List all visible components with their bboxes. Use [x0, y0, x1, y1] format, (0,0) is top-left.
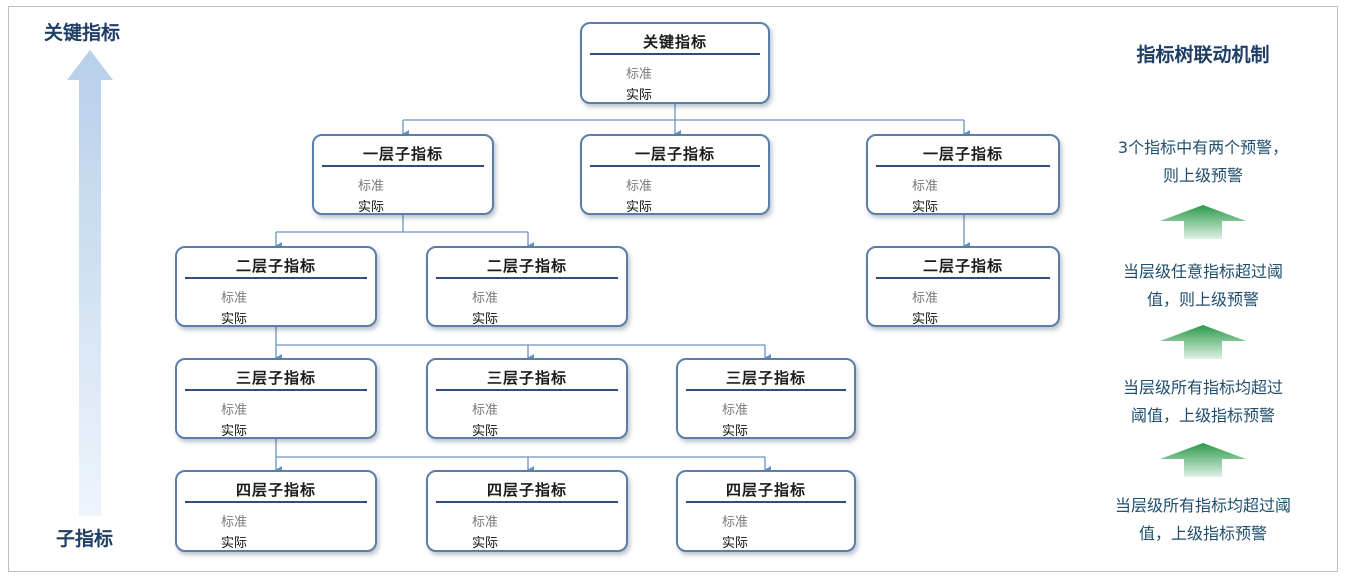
- node-title: 一层子指标: [362, 145, 443, 163]
- node-title: 一层子指标: [922, 145, 1003, 163]
- green-up-arrow-3: [1160, 443, 1246, 477]
- node-divider: [686, 501, 846, 503]
- node-actual-label: 实际: [722, 536, 749, 551]
- hierarchy-up-arrow: [67, 50, 113, 516]
- green-up-arrow-1: [1160, 205, 1246, 239]
- node-standard-label: 标准: [912, 179, 939, 194]
- node-actual-label: 实际: [722, 424, 749, 439]
- node-title: 二层子指标: [922, 257, 1003, 275]
- node-level3-a[interactable]: 三层子指标 标准 实际: [175, 358, 377, 439]
- node-level3-c[interactable]: 三层子指标 标准 实际: [676, 358, 856, 439]
- node-level2-a[interactable]: 二层子指标 标准 实际: [175, 246, 377, 327]
- node-actual-label: 实际: [221, 312, 248, 327]
- node-title: 四层子指标: [235, 481, 316, 499]
- green-up-arrow-2: [1160, 325, 1246, 359]
- node-title: 关键指标: [642, 33, 707, 51]
- node-standard-label: 标准: [912, 291, 939, 306]
- node-divider: [876, 165, 1050, 167]
- node-standard-label: 标准: [358, 179, 385, 194]
- node-level2-c[interactable]: 二层子指标 标准 实际: [866, 246, 1060, 327]
- rule-2-line1: 当层级任意指标超过阈: [1122, 262, 1283, 281]
- node-level3-b[interactable]: 三层子指标 标准 实际: [426, 358, 628, 439]
- node-actual-label: 实际: [626, 200, 653, 215]
- node-title: 三层子指标: [235, 369, 316, 387]
- node-actual-label: 实际: [472, 424, 499, 439]
- node-title: 四层子指标: [725, 481, 806, 499]
- node-standard-label: 标准: [221, 291, 248, 306]
- node-actual-label: 实际: [626, 88, 653, 103]
- node-title: 三层子指标: [486, 369, 567, 387]
- node-level1-a[interactable]: 一层子指标 标准 实际: [312, 134, 494, 215]
- node-key-indicator[interactable]: 关键指标 标准 实际: [580, 22, 770, 104]
- node-title: 二层子指标: [235, 257, 316, 275]
- node-divider: [185, 277, 367, 279]
- node-actual-label: 实际: [221, 424, 248, 439]
- rule-1-line2: 则上级预警: [1162, 166, 1243, 185]
- rule-1: 3个指标中有两个预警， 则上级预警: [1093, 134, 1313, 190]
- node-divider: [590, 165, 760, 167]
- node-actual-label: 实际: [912, 200, 939, 215]
- node-level4-c[interactable]: 四层子指标 标准 实际: [676, 470, 856, 552]
- node-title: 二层子指标: [486, 257, 567, 275]
- rule-4-line2: 值，上级指标预警: [1138, 524, 1267, 543]
- node-level4-a[interactable]: 四层子指标 标准 实际: [175, 470, 377, 552]
- node-actual-label: 实际: [472, 536, 499, 551]
- rule-3-line2: 阈值，上级指标预警: [1130, 406, 1275, 425]
- node-standard-label: 标准: [722, 403, 749, 418]
- axis-bottom-label: 子指标: [56, 528, 114, 550]
- node-standard-label: 标准: [221, 515, 248, 530]
- node-standard-label: 标准: [472, 403, 499, 418]
- node-actual-label: 实际: [358, 200, 385, 215]
- node-level4-b[interactable]: 四层子指标 标准 实际: [426, 470, 628, 552]
- node-actual-label: 实际: [912, 312, 939, 327]
- rule-3-line1: 当层级所有指标均超过: [1122, 378, 1283, 397]
- node-level1-c[interactable]: 一层子指标 标准 实际: [866, 134, 1060, 215]
- rule-2-line2: 值，则上级预警: [1146, 290, 1259, 309]
- node-divider: [436, 501, 618, 503]
- axis-top-label: 关键指标: [44, 22, 121, 44]
- node-level2-b[interactable]: 二层子指标 标准 实际: [426, 246, 628, 327]
- node-actual-label: 实际: [472, 312, 499, 327]
- rule-2: 当层级任意指标超过阈 值，则上级预警: [1093, 258, 1313, 314]
- node-standard-label: 标准: [626, 179, 653, 194]
- node-level1-b[interactable]: 一层子指标 标准 实际: [580, 134, 770, 215]
- node-standard-label: 标准: [472, 291, 499, 306]
- rule-3: 当层级所有指标均超过 阈值，上级指标预警: [1093, 374, 1313, 430]
- node-actual-label: 实际: [221, 536, 248, 551]
- rule-4: 当层级所有指标均超过阈 值，上级指标预警: [1093, 492, 1313, 548]
- node-divider: [876, 277, 1050, 279]
- node-divider: [436, 389, 618, 391]
- node-divider: [185, 501, 367, 503]
- node-divider: [185, 389, 367, 391]
- node-divider: [436, 277, 618, 279]
- node-title: 三层子指标: [725, 369, 806, 387]
- rule-4-line1: 当层级所有指标均超过阈: [1114, 496, 1291, 515]
- node-standard-label: 标准: [221, 403, 248, 418]
- node-standard-label: 标准: [472, 515, 499, 530]
- node-title: 四层子指标: [486, 481, 567, 499]
- node-divider: [322, 165, 484, 167]
- node-standard-label: 标准: [626, 67, 653, 82]
- node-standard-label: 标准: [722, 515, 749, 530]
- diagram-frame: [8, 6, 1338, 572]
- node-divider: [686, 389, 846, 391]
- node-divider: [590, 53, 760, 55]
- node-title: 一层子指标: [634, 145, 715, 163]
- mechanism-title: 指标树联动机制: [1136, 44, 1270, 66]
- rule-1-line1: 3个指标中有两个预警，: [1117, 138, 1289, 157]
